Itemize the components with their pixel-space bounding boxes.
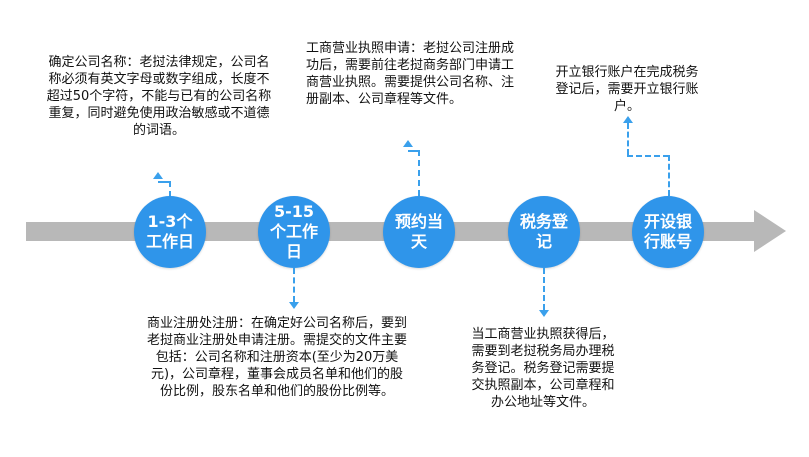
step-5-connector-v-upper [627,123,629,155]
timeline-arrow-head [754,210,786,252]
step-4-connector-v [543,268,545,310]
step-2-node: 5-15个工作日 [258,196,330,268]
step-2-connector-v [293,268,295,302]
step-2-note: 商业注册处注册：在确定好公司名称后，要到老挝商业注册处申请注册。需提交的文件主要… [146,316,407,399]
step-2-connector-arrow [289,302,299,309]
step-5-connector-h [627,155,669,157]
step-4-connector-arrow [539,310,549,317]
step-5-node: 开设银行账号 [632,196,704,268]
step-4-note: 当工商营业执照获得后，需要到老挝税务局办理税务登记。税务登记需要提交执照副本，公… [471,327,615,410]
step-5-connector-v-lower [668,155,670,196]
step-5-label: 开设银行账号 [643,212,692,251]
step-5-note: 开立银行账户在完成税务登记后，需要开立银行账户。 [555,65,699,114]
step-2-label: 5-15个工作日 [269,202,318,261]
step-3-label: 预约当天 [394,212,443,251]
step-3-node: 预约当天 [383,196,455,268]
step-4-label: 税务登记 [519,212,568,251]
step-1-connector-v [169,181,171,197]
step-5-connector-arrow [623,116,633,123]
step-1-connector-arrow [153,172,163,179]
step-1-label: 1-3个工作日 [145,212,194,251]
step-1-note: 确定公司名称：老挝法律规定，公司名称必须有英文字母或数字组成，长度不超过50个字… [46,55,272,138]
step-3-connector-v [418,150,420,196]
step-3-note: 工商营业执照申请：老挝公司注册成功后，需要前往老挝商务部门申请工商营业执照。需要… [306,41,515,107]
step-1-connector-h [158,181,170,183]
step-1-node: 1-3个工作日 [134,196,206,268]
step-4-node: 税务登记 [508,196,580,268]
step-3-connector-arrow [403,140,413,147]
step-3-connector-h [408,150,419,152]
